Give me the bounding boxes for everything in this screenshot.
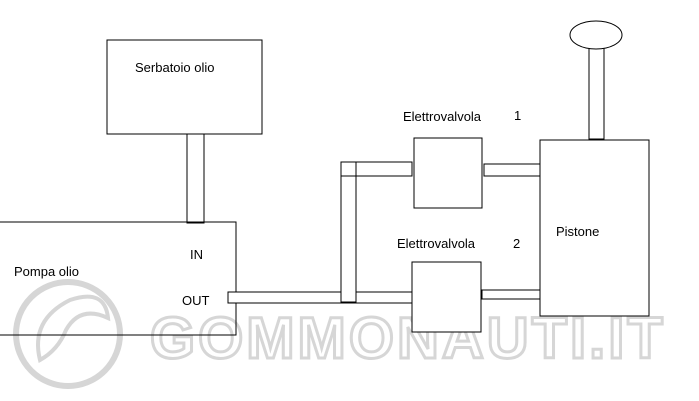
valve1-label: Elettrovalvola	[403, 109, 482, 124]
pump-out-pipe	[227, 291, 413, 304]
valve1-box	[413, 137, 483, 209]
branch-vertical-pipe	[340, 161, 357, 303]
piston-knob	[569, 20, 623, 50]
piston-rod	[588, 47, 605, 140]
pump-out-label: OUT	[182, 293, 210, 308]
valve1-outlet-pipe	[483, 163, 541, 177]
valve1-number: 1	[514, 108, 521, 123]
watermark-logo-outer	[13, 279, 123, 389]
valve2-box	[411, 261, 482, 333]
valve1-inlet-pipe	[340, 161, 413, 177]
valve2-label: Elettrovalvola	[397, 236, 476, 251]
tank-box	[106, 39, 263, 135]
pump-box	[0, 221, 237, 336]
pump-in-label: IN	[190, 247, 203, 262]
piston-label: Pistone	[556, 224, 599, 239]
valve2-number: 2	[513, 236, 520, 251]
tank-pump-pipe	[186, 133, 205, 224]
tank-label: Serbatoio olio	[135, 60, 215, 75]
piston-box	[539, 139, 650, 317]
valve2-outlet-pipe	[481, 289, 541, 300]
pump-label: Pompa olio	[14, 264, 79, 279]
watermark-logo-swirl	[36, 294, 111, 364]
